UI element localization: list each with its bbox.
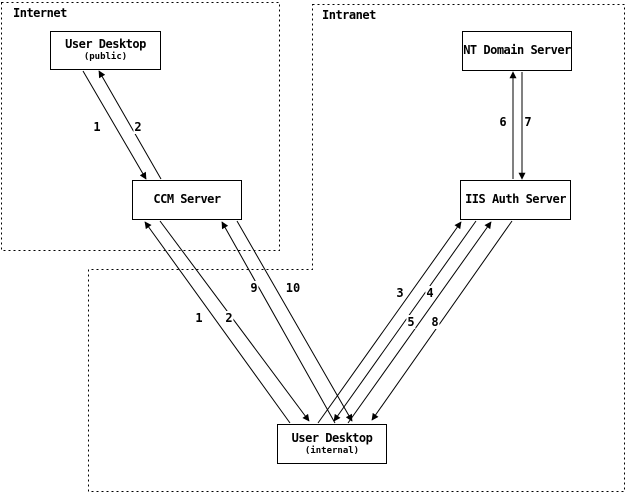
edge-label-10: 10 [284,281,302,295]
node-title: CCM Server [153,192,221,207]
edge-label-1-internal: 1 [194,311,204,325]
node-nt-domain-server: NT Domain Server [462,31,572,71]
node-title: User Desktop [291,430,373,445]
node-title: User Desktop [65,37,146,52]
internet-zone-label: Internet [13,6,67,20]
arrow-1-public-desktop-to-ccm [82,70,147,180]
node-user-desktop-internal: User Desktop (internal) [277,424,387,464]
edge-label-8: 8 [430,315,440,329]
edge-label-2-internal: 2 [224,311,234,325]
node-title: NT Domain Server [463,43,571,58]
arrow-3-internal-desktop-to-iis [317,221,462,424]
edge-label-4: 4 [425,286,435,300]
arrow-8-iis-to-internal-desktop [371,220,513,421]
arrow-10-ccm-to-internal-desktop [236,220,353,422]
arrow-4-iis-to-internal-desktop [333,220,477,422]
edge-label-7: 7 [523,115,533,129]
node-subtitle: (public) [83,52,128,63]
intranet-zone-label: Intranet [322,8,376,22]
edge-label-3: 3 [395,286,405,300]
intranet-zone-border [88,4,625,492]
node-iis-auth-server: IIS Auth Server [460,180,571,220]
arrow-9-internal-desktop-to-ccm [221,221,336,424]
node-ccm-server: CCM Server [132,180,242,220]
edge-label-1-public: 1 [92,120,102,134]
arrow-2-ccm-to-public-desktop [98,70,162,180]
edge-label-9: 9 [249,281,259,295]
node-title: IIS Auth Server [465,192,566,207]
edge-label-6: 6 [498,115,508,129]
node-user-desktop-public: User Desktop (public) [50,31,161,70]
arrow-5-internal-desktop-to-iis [347,221,492,424]
edge-label-2-public: 2 [133,120,143,134]
edge-label-5: 5 [406,315,416,329]
arrow-1-internal-desktop-to-ccm [144,221,291,424]
arrow-2-ccm-to-internal-desktop [159,220,310,422]
internet-zone-border [1,2,280,251]
node-subtitle: (internal) [304,445,360,456]
